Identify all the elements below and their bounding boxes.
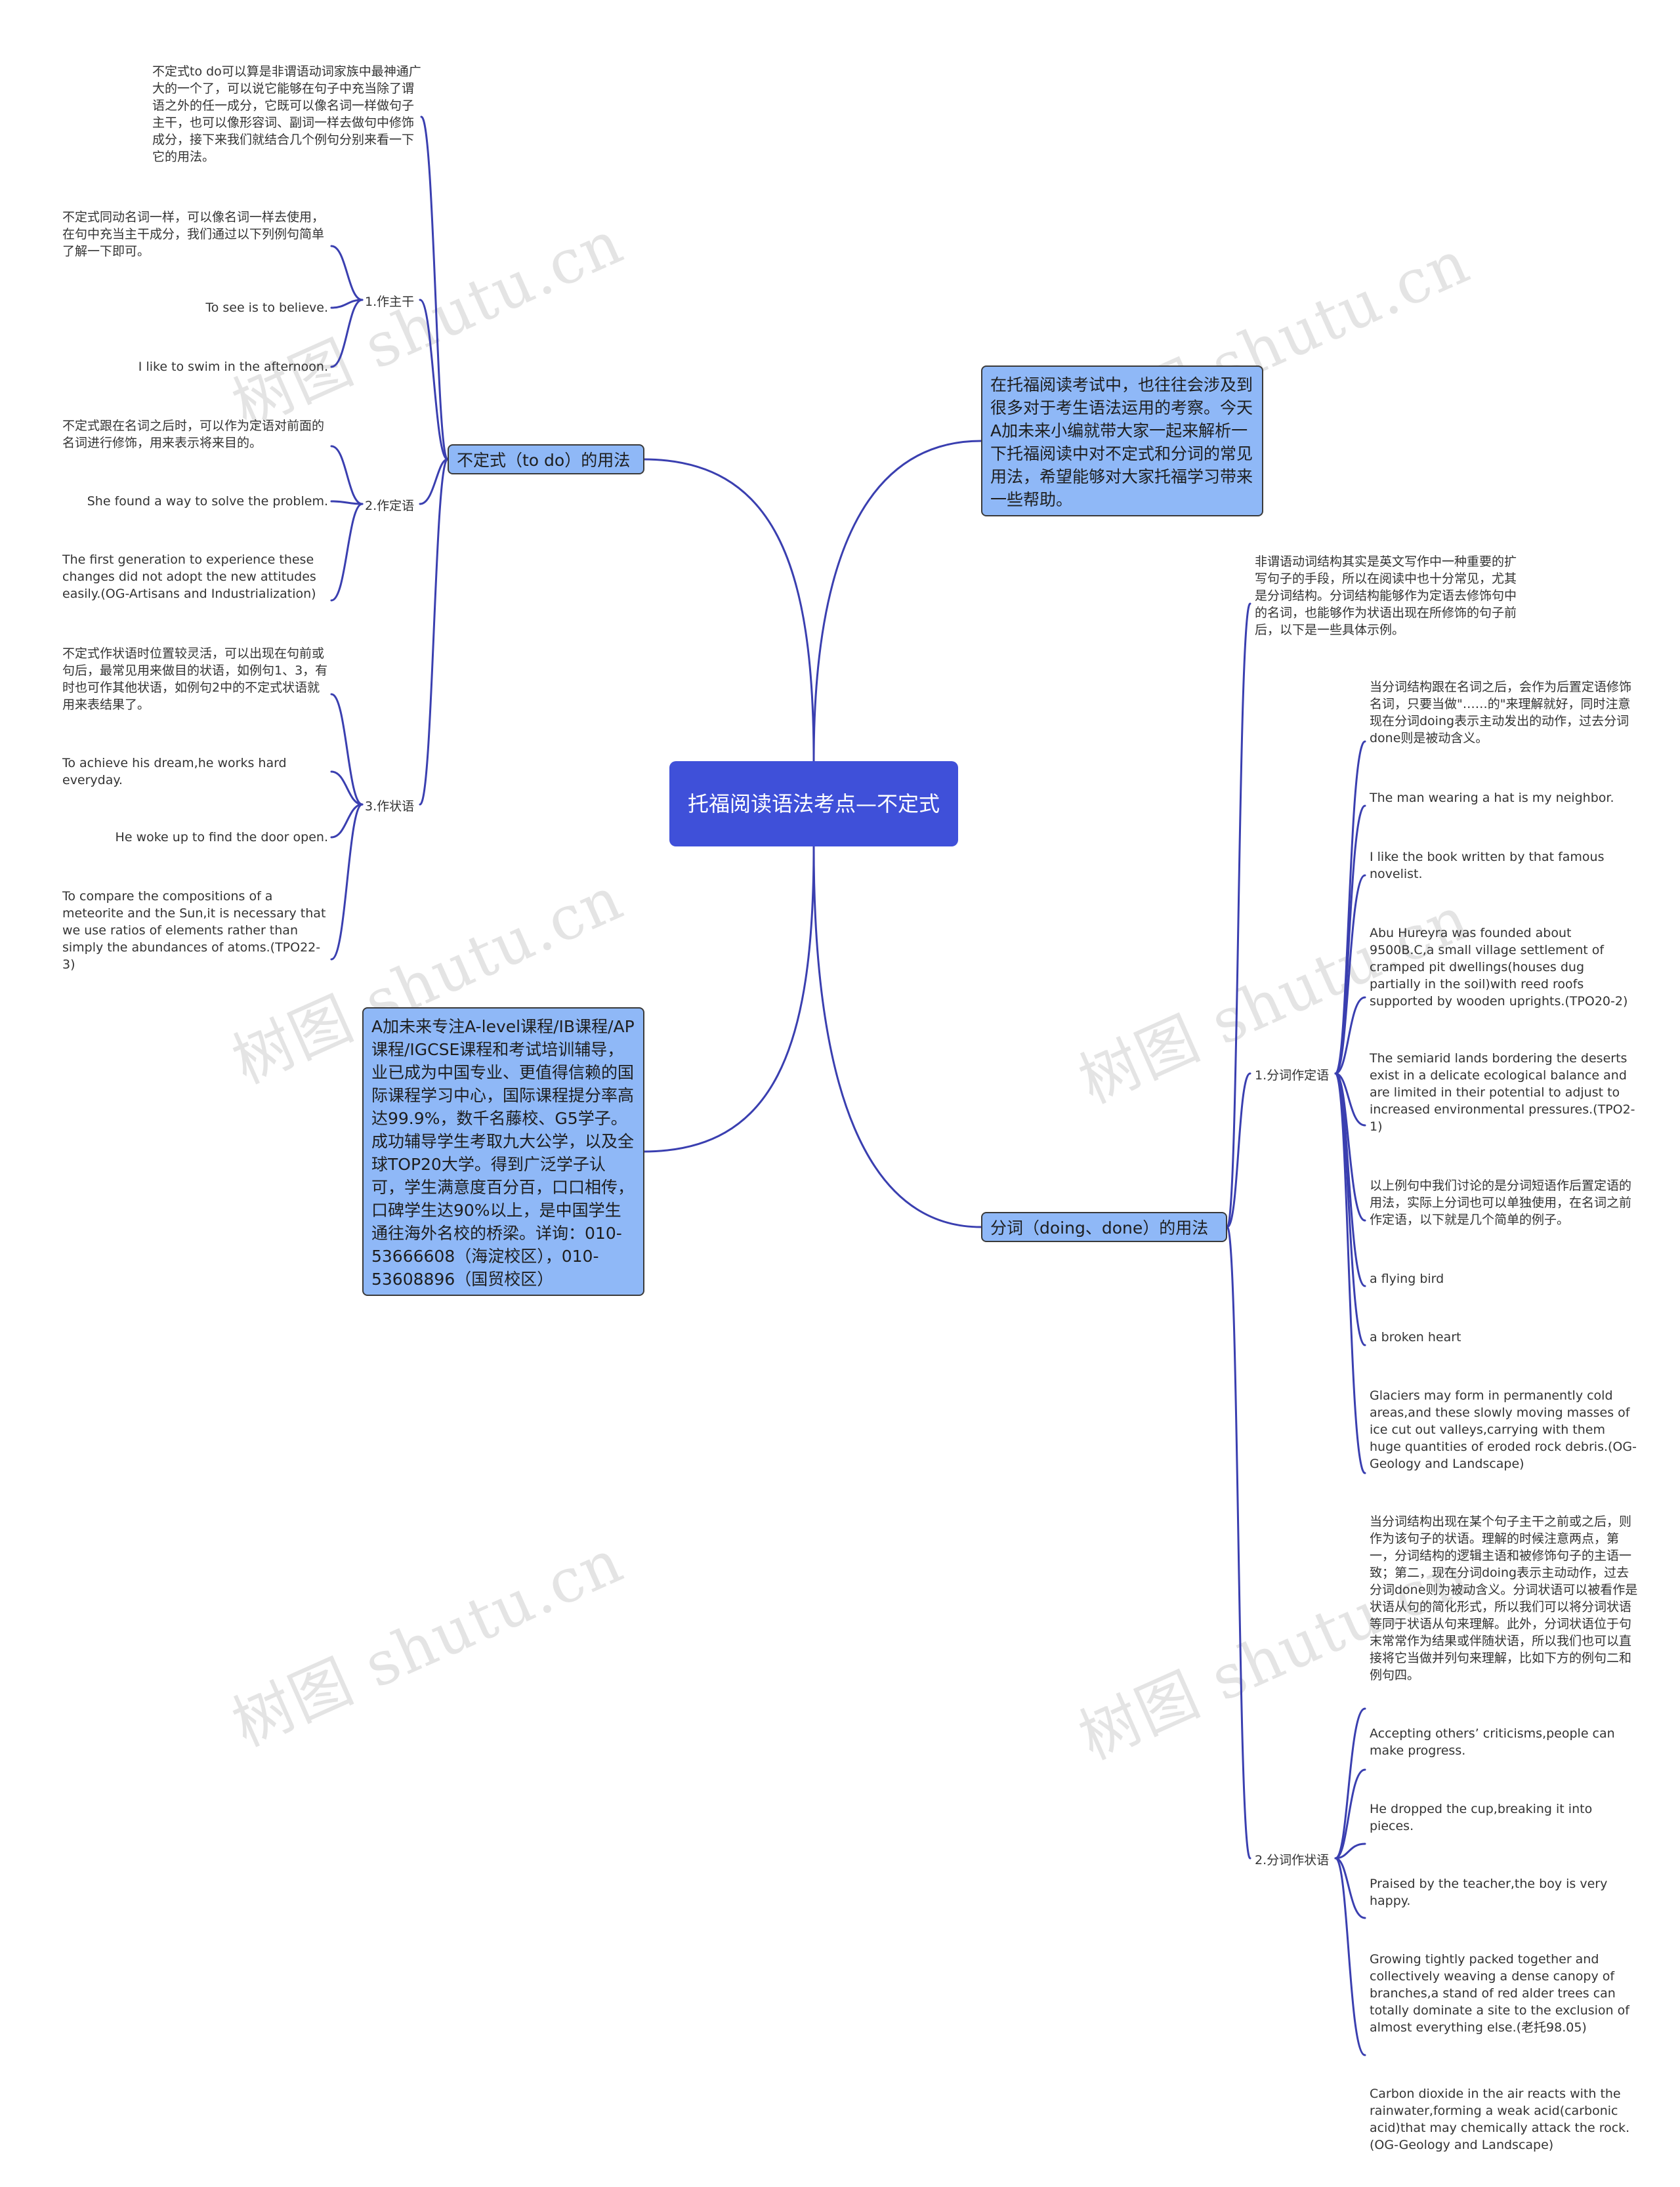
link-inf-intro	[420, 115, 449, 461]
link-root-infinitive	[642, 458, 815, 762]
infinitive-group-1-label[interactable]: 1.作主干	[365, 295, 415, 309]
link-root-ad	[642, 845, 815, 1153]
infinitive-g3-item-2: To achieve his dream,he works hard every…	[62, 756, 287, 787]
link-inf-group1	[419, 299, 449, 461]
infinitive-g1-item-1: 不定式同动名词一样，可以像名词一样去使用，在句中充当主干成分，我们通过以下列例句…	[62, 210, 325, 259]
link-inf-group2	[419, 458, 449, 505]
participle-g1-item-8: a broken heart	[1370, 1330, 1461, 1344]
link-g1-item3	[330, 299, 364, 368]
link-part-group2	[1226, 1226, 1251, 1860]
branch-participle[interactable]: 分词（doing、done）的用法	[981, 1212, 1227, 1242]
participle-group-1-label[interactable]: 1.分词作定语	[1255, 1068, 1330, 1083]
infinitive-g3-item-4: To compare the compositions of a meteori…	[62, 889, 326, 972]
infinitive-g2-item-3: The first generation to experience these…	[62, 552, 316, 601]
link-pg1-item5	[1334, 1072, 1366, 1127]
link-root-participle	[812, 845, 982, 1228]
participle-g1-item-4: Abu Hureyra was founded about 9500B.C,a …	[1370, 926, 1628, 1009]
link-pg2-item5	[1334, 1857, 1366, 2056]
participle-g2-item-5: Growing tightly packed together and coll…	[1370, 1952, 1629, 2035]
link-g3-item4	[330, 803, 364, 961]
link-g1-item1	[330, 245, 364, 301]
participle-g1-item-9: Glaciers may form in permanently cold ar…	[1370, 1388, 1637, 1471]
link-pg1-item4	[1334, 996, 1366, 1075]
participle-g1-item-7: a flying bird	[1370, 1272, 1444, 1286]
link-g3-item3	[330, 803, 364, 839]
participle-g2-item-6: Carbon dioxide in the air reacts with th…	[1370, 2087, 1630, 2152]
participle-g2-item-4: Praised by the teacher,the boy is very h…	[1370, 1877, 1608, 1908]
infinitive-g3-item-3: He woke up to find the door open.	[115, 830, 328, 844]
infinitive-g3-item-1: 不定式作状语时位置较灵活，可以出现在句前或句后，最常见用来做目的状语，如例句1、…	[62, 646, 328, 712]
link-inf-group3	[419, 458, 449, 806]
infinitive-g2-item-2: She found a way to solve the problem.	[87, 494, 328, 509]
participle-g1-item-3: I like the book written by that famous n…	[1370, 850, 1605, 881]
infinitive-group-3-label[interactable]: 3.作状语	[365, 799, 415, 814]
participle-intro-text: 非谓语动词结构其实是英文写作中一种重要的扩写句子的手段，所以在阅读中也十分常见，…	[1255, 554, 1517, 637]
infinitive-g1-item-3: I like to swim in the afternoon.	[138, 360, 328, 374]
infinitive-g1-item-2: To see is to believe.	[205, 301, 328, 315]
link-pg2-item2	[1334, 1768, 1366, 1860]
link-g2-item3	[330, 503, 364, 602]
participle-g2-item-3: He dropped the cup,breaking it into piec…	[1370, 1802, 1593, 1833]
link-pg1-item3	[1334, 874, 1366, 1075]
link-g2-item1	[330, 445, 364, 505]
infinitive-intro-text: 不定式to do可以算是非谓语动词家族中最神通广大的一个了，可以说它能够在句子中…	[152, 64, 421, 164]
link-g3-item1	[330, 693, 364, 806]
link-g2-item2	[330, 500, 364, 505]
participle-g1-item-1: 当分词结构跟在名词之后，会作为后置定语修饰名词，只要当做"……的"来理解就好，同…	[1370, 680, 1632, 745]
participle-g2-item-1: 当分词结构出现在某个句子主干之前或之后，则作为该句子的状语。理解的时候注意两点，…	[1370, 1514, 1638, 1682]
link-pg1-item9	[1334, 1072, 1366, 1474]
link-root-intro	[812, 440, 982, 762]
participle-g1-item-2: The man wearing a hat is my neighbor.	[1370, 791, 1614, 805]
branch-infinitive[interactable]: 不定式（to do）的用法	[448, 444, 644, 474]
infinitive-g2-item-1: 不定式跟在名词之后时，可以作为定语对前面的名词进行修饰，用来表示将来目的。	[62, 419, 325, 450]
participle-g2-item-2: Accepting others’ criticisms,people can …	[1370, 1726, 1615, 1758]
ad-note[interactable]: A加未来专注A-level课程/IB课程/AP课程/IGCSE课程和考试培训辅导…	[362, 1007, 644, 1296]
link-part-group1	[1226, 1072, 1251, 1228]
participle-g1-item-5: The semiarid lands bordering the deserts…	[1370, 1051, 1635, 1134]
intro-note[interactable]: 在托福阅读考试中，也往往会涉及到很多对于考生语法运用的考察。今天A加未来小编就带…	[981, 365, 1263, 516]
link-part-intro	[1226, 602, 1251, 1228]
infinitive-group-2-label[interactable]: 2.作定语	[365, 499, 415, 513]
link-g3-item2	[330, 770, 364, 806]
participle-g1-item-6: 以上例句中我们讨论的是分词短语作后置定语的用法，实际上分词也可以单独使用，在名词…	[1370, 1178, 1632, 1227]
link-pg2-item3	[1334, 1843, 1366, 1860]
root-topic[interactable]: 托福阅读语法考点—不定式	[669, 761, 958, 846]
link-pg2-item1	[1334, 1707, 1366, 1860]
participle-group-2-label[interactable]: 2.分词作状语	[1255, 1853, 1330, 1867]
link-pg2-item4	[1334, 1857, 1366, 1919]
